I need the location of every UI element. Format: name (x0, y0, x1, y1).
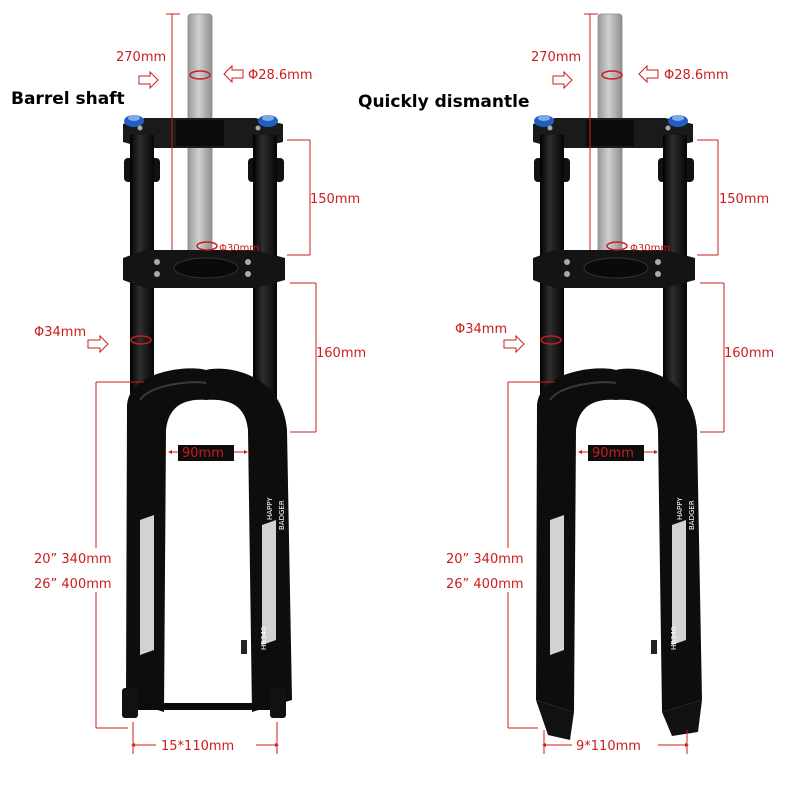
right-size-20: 20” 340mm (446, 552, 524, 567)
right-tire-width: 90mm (592, 446, 634, 461)
left-model: HB340 (260, 627, 268, 650)
left-stanchion-diameter: Φ34mm (34, 325, 86, 340)
right-exposed-stanchion: 160mm (724, 346, 774, 361)
left-steerer-diameter: Φ28.6mm (248, 68, 313, 83)
right-fork (532, 13, 703, 740)
right-steerer-base: Φ30mm (630, 243, 670, 254)
left-axle-spec: 15*110mm (161, 739, 234, 754)
right-brand-1: HAPPY (676, 497, 684, 520)
left-exposed-stanchion: 160mm (316, 346, 366, 361)
left-steerer-length: 270mm (116, 50, 166, 65)
right-brand-2: BADGER (688, 500, 696, 530)
left-size-20: 20” 340mm (34, 552, 112, 567)
right-crown-gap: 150mm (719, 192, 769, 207)
left-tire-width: 90mm (182, 446, 224, 461)
right-size-26: 26” 400mm (446, 577, 524, 592)
left-brand-1: HAPPY (266, 497, 274, 520)
right-dimensions: 270mm Φ28.6mm Φ30mm 150mm Φ34mm 160mm 90… (446, 13, 774, 754)
left-crown-gap: 150mm (310, 192, 360, 207)
left-brand-2: BADGER (278, 500, 286, 530)
heading-quickly-dismantle: Quickly dismantle (358, 92, 529, 112)
heading-barrel-shaft: Barrel shaft (11, 89, 125, 109)
right-steerer-diameter: Φ28.6mm (664, 68, 729, 83)
right-steerer-length: 270mm (531, 50, 581, 65)
right-axle-spec: 9*110mm (576, 739, 641, 754)
thru-axle-bar (128, 703, 284, 710)
left-dimensions: 270mm Φ28.6mm Φ30mm 150mm Φ34mm 160mm 90… (34, 13, 366, 754)
left-fork (122, 13, 293, 718)
right-model: HB340 (670, 627, 678, 650)
left-size-26: 26” 400mm (34, 577, 112, 592)
left-steerer-base: Φ30mm (219, 243, 259, 254)
right-stanchion-diameter: Φ34mm (455, 322, 507, 337)
